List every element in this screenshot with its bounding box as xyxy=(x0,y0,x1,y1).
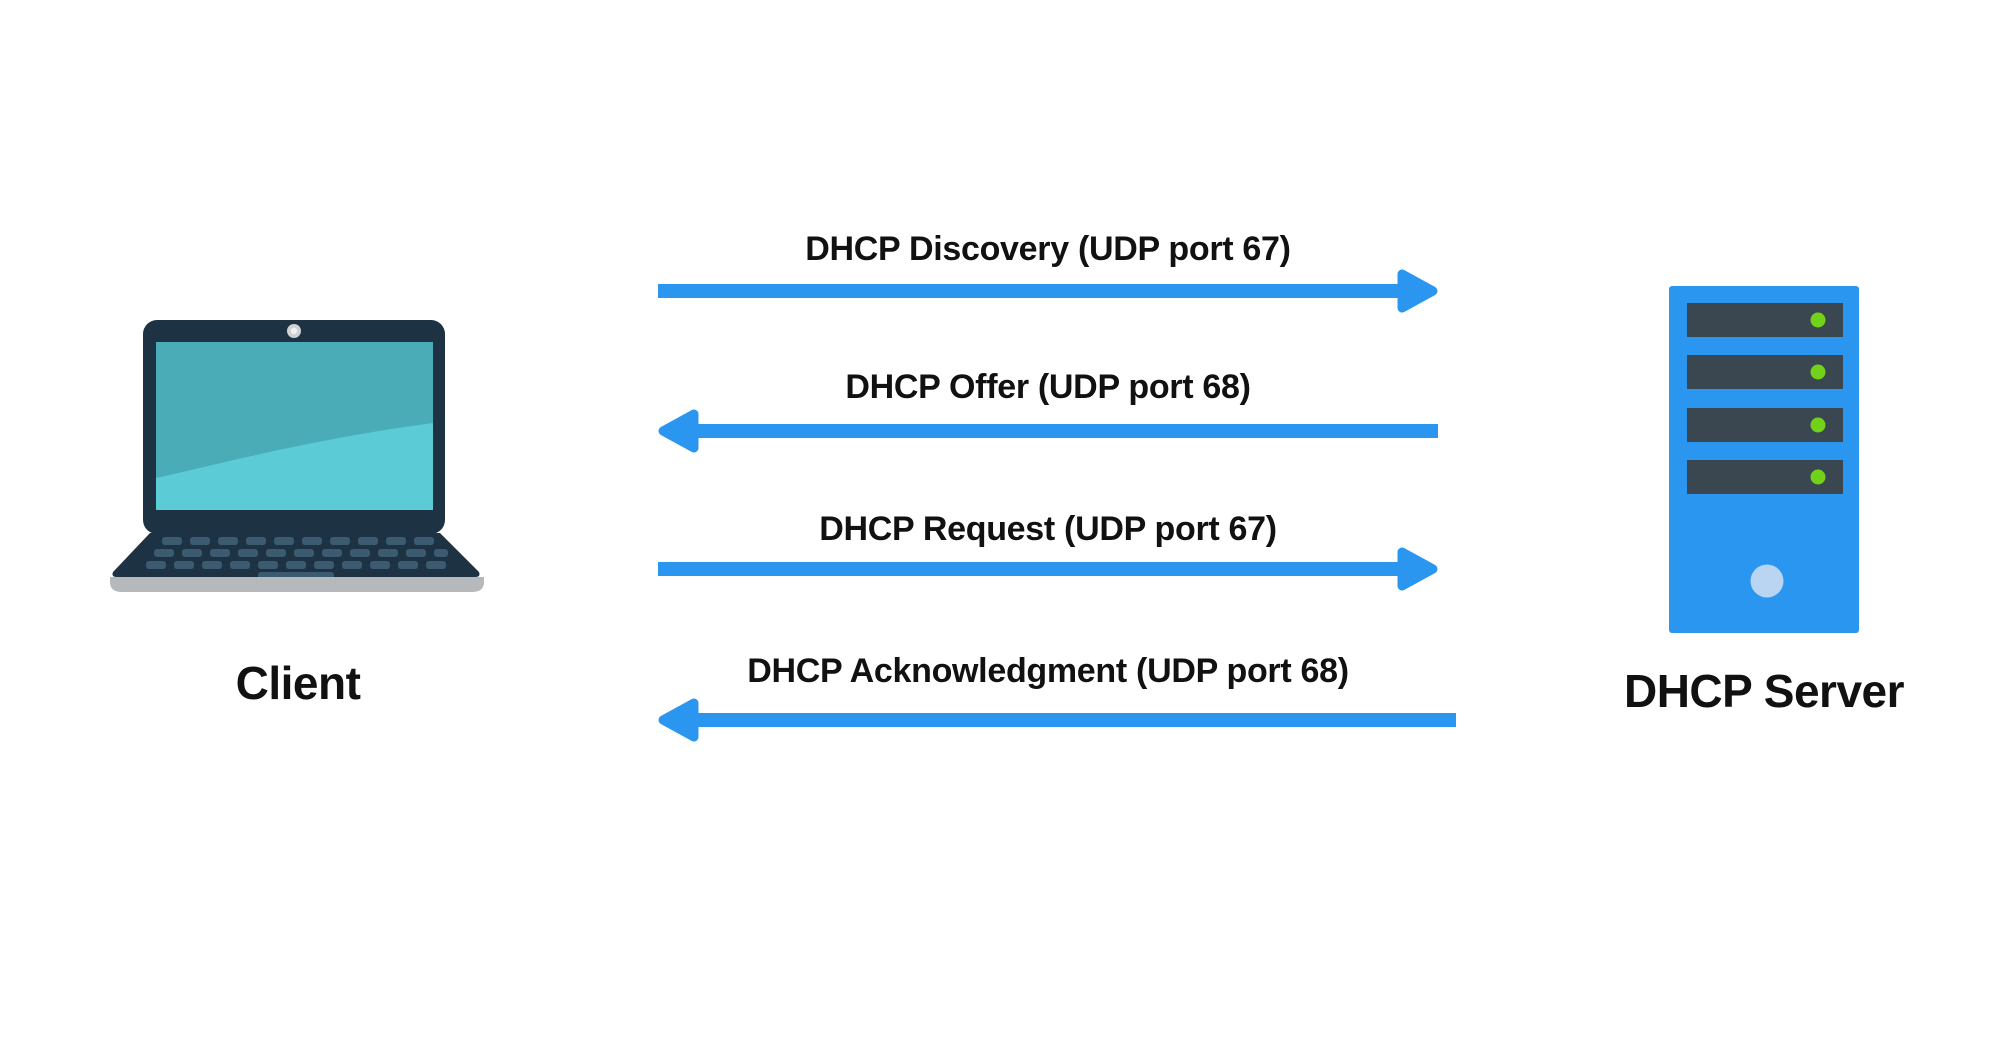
webcam-lens xyxy=(290,327,298,335)
server-node xyxy=(1669,286,1859,633)
server-icon xyxy=(1669,286,1859,633)
message-label: DHCP Offer (UDP port 68) xyxy=(845,368,1251,406)
arrow-right-icon xyxy=(658,269,1438,313)
arrow-left-icon xyxy=(658,409,1438,453)
laptop-keys xyxy=(146,537,448,579)
arrow-right-icon xyxy=(658,547,1438,591)
server-label: DHCP Server xyxy=(1623,665,1905,717)
laptop-base xyxy=(110,577,484,592)
server-led-lights xyxy=(1810,312,1826,485)
laptop-screen-glare xyxy=(156,423,433,510)
message-row-discovery: DHCP Discovery (UDP port 67) xyxy=(656,228,1440,317)
server-power-button xyxy=(1750,564,1784,598)
client-node xyxy=(108,315,488,595)
message-row-acknowledgment: DHCP Acknowledgment (UDP port 68) xyxy=(656,650,1456,746)
client-label: Client xyxy=(235,657,361,709)
arrow-left-icon xyxy=(658,698,1456,742)
message-label: DHCP Acknowledgment (UDP port 68) xyxy=(747,652,1349,690)
message-label: DHCP Discovery (UDP port 67) xyxy=(805,230,1291,268)
laptop-icon xyxy=(110,320,484,592)
message-row-offer: DHCP Offer (UDP port 68) xyxy=(656,366,1440,457)
message-row-request: DHCP Request (UDP port 67) xyxy=(656,508,1440,595)
message-label: DHCP Request (UDP port 67) xyxy=(819,510,1277,548)
